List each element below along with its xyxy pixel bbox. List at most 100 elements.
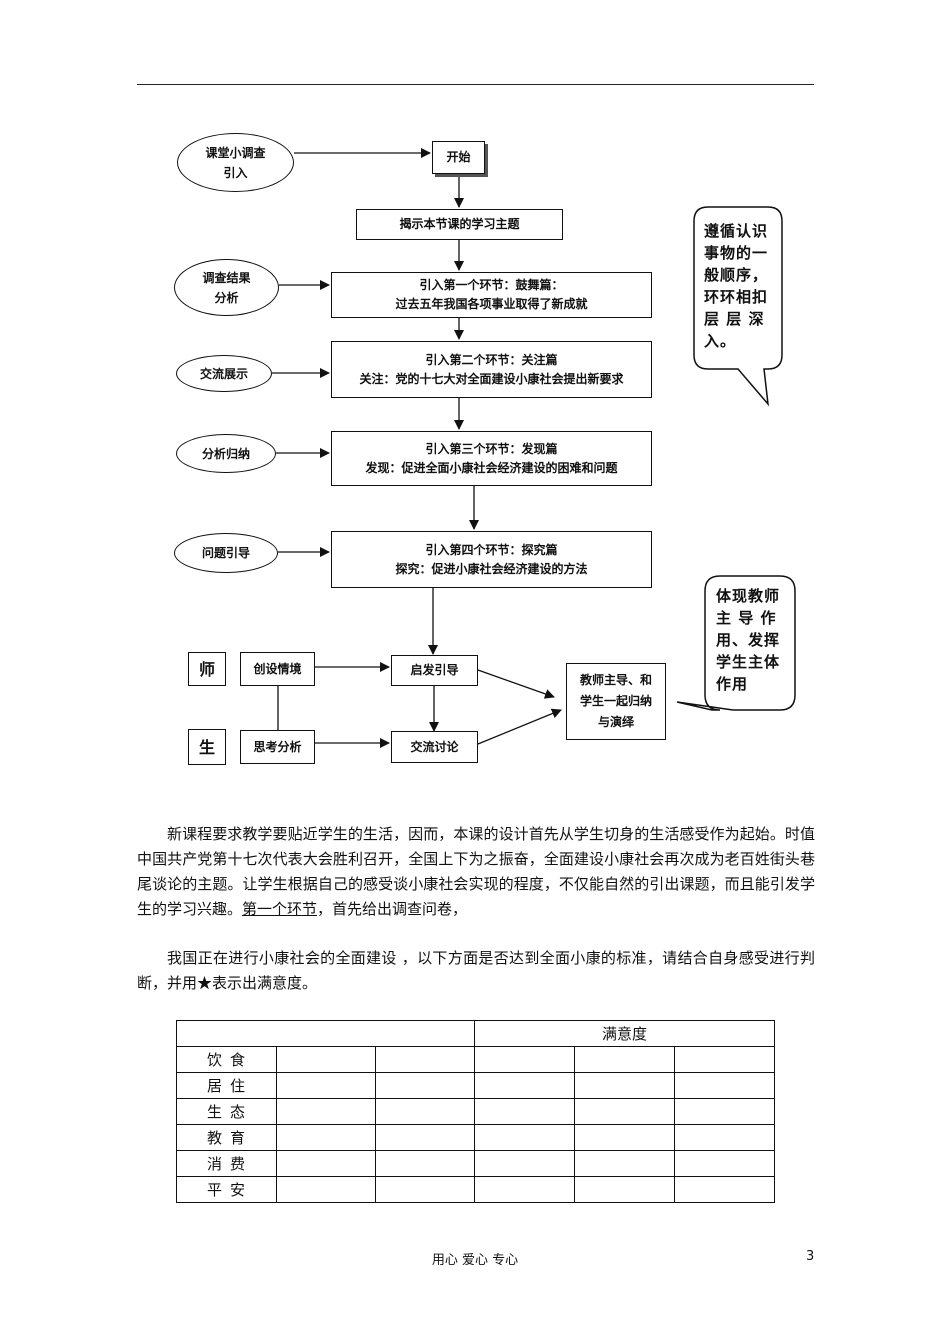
paragraph-survey: 我国正在进行小康社会的全面建设 ，以下方面是否达到全面小康的标准，请结合自身感受… — [137, 946, 815, 996]
step-text: 发现：促进全面小康社会经济建设的困难和问题 — [365, 460, 618, 475]
table-cell[interactable] — [574, 1150, 675, 1177]
oval-text: 分析归纳 — [201, 446, 250, 461]
row-label: 平安 — [176, 1176, 277, 1203]
oval-text: 调查结果 — [202, 270, 251, 285]
step-text: 引入第三个环节：发现篇 — [425, 441, 558, 456]
step-text: 关注：党的十七大对全面建设小康社会提出新要求 — [359, 371, 624, 386]
satisfaction-header: 满意度 — [474, 1020, 775, 1047]
create-context-box: 创设情境 — [240, 652, 315, 686]
step-text: 过去五年我国各项事业取得了新成就 — [395, 297, 588, 311]
table-cell[interactable] — [276, 1098, 376, 1125]
callout-line: 主 导 作 — [716, 609, 777, 627]
table-cell[interactable] — [474, 1098, 575, 1125]
row-label: 生态 — [176, 1098, 277, 1125]
table-cell[interactable] — [474, 1072, 575, 1099]
table-cell[interactable] — [674, 1176, 775, 1203]
table-row: 居住 — [176, 1072, 775, 1099]
paragraph-text: ，首先给出调查问卷， — [317, 900, 468, 918]
step-text: 引入第一个环节：鼓舞篇： — [419, 278, 564, 292]
table-cell[interactable] — [375, 1072, 475, 1099]
table-cell[interactable] — [375, 1176, 475, 1203]
table-cell[interactable] — [276, 1176, 376, 1203]
oval-question: 问题引导 — [174, 533, 278, 573]
table-header-row: 满意度 — [176, 1020, 775, 1047]
table-cell[interactable] — [574, 1072, 675, 1099]
callout-role-text: 体现教师 主 导 作 用、发挥 学生主体 作用 — [716, 585, 780, 695]
table-row: 饮食 — [176, 1046, 775, 1073]
table-cell[interactable] — [474, 1150, 575, 1177]
start-box: 开始 — [432, 141, 485, 174]
table-row: 教育 — [176, 1124, 775, 1151]
page-number: 3 — [806, 1249, 815, 1264]
table-cell[interactable] — [276, 1046, 376, 1073]
table-row: 平安 — [176, 1176, 775, 1203]
table-cell[interactable] — [574, 1124, 675, 1151]
callout-line: 环环相扣 — [704, 288, 769, 306]
arrow-discuss-to-summary — [477, 708, 562, 745]
callout-sequence-text: 遵循认识 事物的一 般顺序， 环环相扣 层 层 深 入。 — [704, 220, 768, 352]
table-cell — [176, 1020, 475, 1047]
action-text: 思考分析 — [253, 739, 302, 754]
start-text: 开始 — [446, 150, 471, 164]
paragraph-text: 我国正在进行小康社会的全面建设 ，以下方面是否达到全面小康的标准，请结合自身感受… — [137, 949, 815, 992]
step-box-1: 引入第一个环节：鼓舞篇： 过去五年我国各项事业取得了新成就 — [331, 272, 652, 318]
oval-classroom-survey: 课堂小调查 引入 — [177, 133, 294, 192]
callout-line: 入。 — [704, 332, 737, 350]
callout-line: 层 层 深 — [704, 310, 765, 328]
table-cell[interactable] — [276, 1072, 376, 1099]
callout-line: 般顺序， — [704, 266, 769, 284]
table-cell[interactable] — [276, 1124, 376, 1151]
action-text: 启发引导 — [410, 663, 459, 677]
flowchart-connectors — [272, 148, 796, 748]
summary-box: 教师主导、和 学生一起归纳 与演绎 — [566, 663, 666, 740]
row-label: 教育 — [176, 1124, 277, 1151]
header-rule — [137, 84, 814, 85]
table-cell[interactable] — [574, 1176, 675, 1203]
table-row: 消费 — [176, 1150, 775, 1177]
oval-summarize: 分析归纳 — [176, 434, 276, 473]
table-cell[interactable] — [474, 1046, 575, 1073]
table-cell[interactable] — [574, 1098, 675, 1125]
discuss-box: 交流讨论 — [391, 731, 478, 763]
oval-text: 引入 — [223, 165, 248, 180]
oval-text: 课堂小调查 — [205, 145, 266, 160]
summary-text: 学生一起归纳 — [579, 694, 652, 708]
table-cell[interactable] — [674, 1150, 775, 1177]
callout-line: 学生主体 — [716, 653, 781, 671]
flowchart: 课堂小调查 引入 开始 揭示本节课的学习主题 调查结果 分析 引入第一个环节：鼓… — [174, 133, 796, 765]
callout-line: 作用 — [716, 675, 749, 693]
step-box-3: 引入第三个环节：发现篇 发现：促进全面小康社会经济建设的困难和问题 — [331, 431, 652, 486]
underlined-phrase: 第一个环节 — [242, 900, 318, 918]
step-box-4: 引入第四个环节：探究篇 探究：促进小康社会经济建设的方法 — [331, 531, 652, 588]
table-cell[interactable] — [674, 1124, 775, 1151]
callout-line: 事物的一 — [704, 244, 769, 262]
oval-exchange: 交流展示 — [176, 355, 272, 392]
think-analyze-box: 思考分析 — [240, 730, 315, 764]
table-cell[interactable] — [375, 1046, 475, 1073]
topic-text: 揭示本节课的学习主题 — [399, 217, 520, 231]
callout-line: 遵循认识 — [704, 222, 769, 240]
table-cell[interactable] — [474, 1176, 575, 1203]
table-cell[interactable] — [375, 1124, 475, 1151]
paragraph-intro: 新课程要求教学要贴近学生的生活，因而，本课的设计首先从学生切身的生活感受作为起始… — [137, 822, 815, 922]
table-cell[interactable] — [674, 1098, 775, 1125]
summary-text: 教师主导、和 — [579, 673, 652, 687]
step-text: 探究：促进小康社会经济建设的方法 — [395, 561, 588, 576]
guide-box: 启发引导 — [391, 655, 478, 686]
table-row: 生态 — [176, 1098, 775, 1125]
row-label: 饮食 — [176, 1046, 277, 1073]
table-cell[interactable] — [574, 1046, 675, 1073]
teacher-text: 师 — [198, 659, 215, 679]
table-cell[interactable] — [674, 1046, 775, 1073]
oval-text: 交流展示 — [199, 366, 248, 381]
teacher-label: 师 — [188, 652, 226, 686]
table-cell[interactable] — [474, 1124, 575, 1151]
table-cell[interactable] — [674, 1072, 775, 1099]
oval-text: 问题引导 — [201, 546, 250, 560]
callout-line: 体现教师 — [716, 587, 781, 605]
satisfaction-table: 满意度 饮食 居住 生态 教育 消费 平安 — [176, 1020, 775, 1203]
student-text: 生 — [198, 737, 215, 757]
table-cell[interactable] — [375, 1098, 475, 1125]
table-cell[interactable] — [375, 1150, 475, 1177]
table-cell[interactable] — [276, 1150, 376, 1177]
